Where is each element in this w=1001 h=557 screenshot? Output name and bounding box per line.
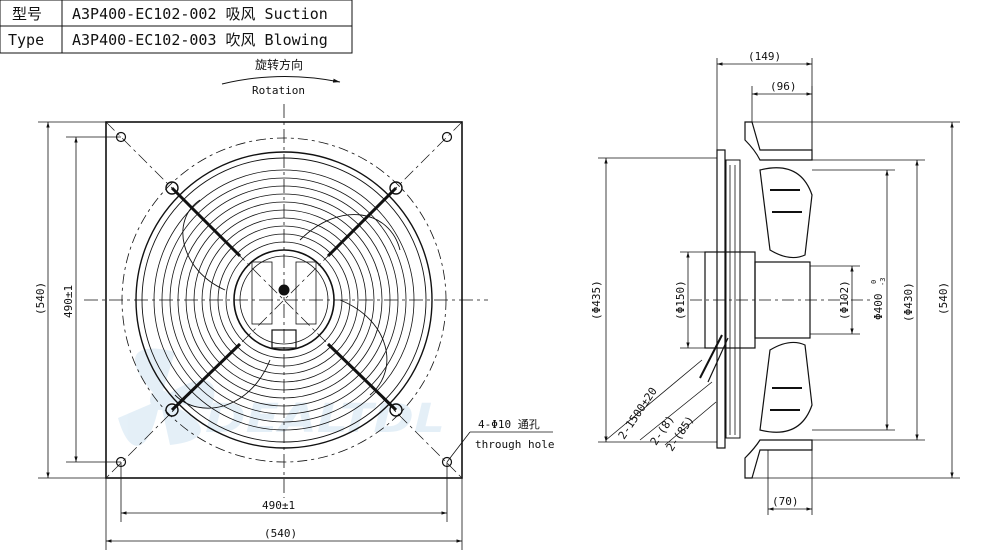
front-view	[84, 104, 488, 498]
rotation-label-en: Rotation	[252, 84, 305, 97]
type-label-en: Type	[8, 31, 44, 49]
model-blowing: A3P400-EC102-003 吹风 Blowing	[72, 31, 328, 49]
hole-label-cn: 4-Φ10 通孔	[478, 418, 540, 431]
rotation-indicator: 旋转方向 Rotation	[221, 57, 341, 97]
front-dim-490-horizontal: 490±1	[262, 499, 295, 512]
side-dim-400-tol-lower: -3	[879, 278, 887, 286]
side-dim-96: (96)	[770, 80, 797, 93]
motor-hub	[233, 249, 335, 351]
front-dim-540-vertical: (540)	[34, 282, 47, 315]
front-dim-540-horizontal: (540)	[264, 527, 297, 540]
side-dim-435: (Φ435)	[590, 280, 603, 320]
side-dim-400: Φ400	[872, 294, 885, 321]
model-table: 型号 A3P400-EC102-002 吸风 Suction Type A3P4…	[0, 0, 353, 54]
side-dim-70: (70)	[772, 495, 799, 508]
side-view	[690, 121, 870, 479]
side-dim-400-tol-upper: 0	[870, 280, 878, 284]
hole-label-en: through hole	[475, 438, 554, 451]
side-dim-540: (540)	[937, 282, 950, 315]
rotation-arrow	[221, 75, 341, 85]
front-dimensions	[38, 121, 553, 550]
watermark-fan-icon	[118, 348, 215, 446]
side-dim-150: (Φ150)	[674, 280, 687, 320]
rotation-label-cn: 旋转方向	[255, 57, 303, 72]
side-dim-149: (149)	[748, 50, 781, 63]
type-label-cn: 型号	[12, 5, 42, 23]
side-dim-430: (Φ430)	[902, 282, 915, 322]
side-dim-102: (Φ102)	[838, 280, 851, 320]
front-dim-490-vertical: 490±1	[62, 285, 75, 318]
model-suction: A3P400-EC102-002 吸风 Suction	[72, 5, 328, 23]
watermark-text: DEALTDL	[205, 396, 445, 442]
side-dim-400-group: Φ400 0 -3	[870, 278, 887, 320]
side-dimensions	[598, 58, 960, 515]
